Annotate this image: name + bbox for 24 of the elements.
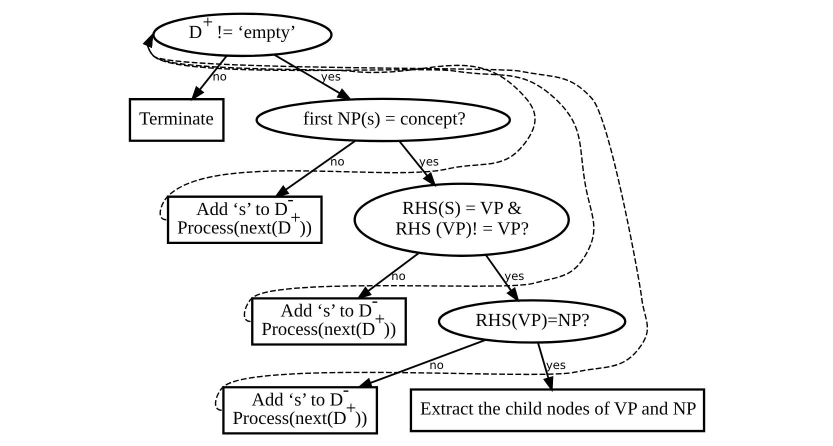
edge-label: yes bbox=[545, 357, 566, 372]
arrow bbox=[142, 32, 536, 220]
arrow bbox=[273, 53, 352, 100]
arrow bbox=[142, 32, 594, 322]
arrow bbox=[142, 32, 648, 410]
edge-label: no bbox=[212, 68, 226, 83]
node-ellipse: RHS(VP)=NP? bbox=[437, 298, 626, 344]
arrow bbox=[356, 338, 486, 388]
edge-label: yes bbox=[504, 268, 524, 282]
arrow bbox=[190, 54, 227, 101]
edge-label: yes bbox=[418, 154, 438, 168]
node-ellipse: RHS(S) = VP & RHS (VP)! = VP? bbox=[353, 182, 570, 256]
arrow bbox=[356, 252, 420, 300]
arrow bbox=[398, 140, 436, 187]
edge-label: no bbox=[428, 357, 444, 372]
node-box: Terminate bbox=[128, 98, 224, 142]
node-ellipse: first NP(s) = concept? bbox=[255, 97, 510, 142]
arrow bbox=[536, 342, 553, 392]
edge-label: no bbox=[390, 268, 406, 282]
node-box: Extract the child nodes of VP and NP bbox=[409, 388, 705, 432]
arrow bbox=[273, 140, 356, 198]
edge-label: yes bbox=[320, 68, 340, 83]
arrow bbox=[484, 254, 520, 302]
edge-label: no bbox=[330, 154, 344, 168]
